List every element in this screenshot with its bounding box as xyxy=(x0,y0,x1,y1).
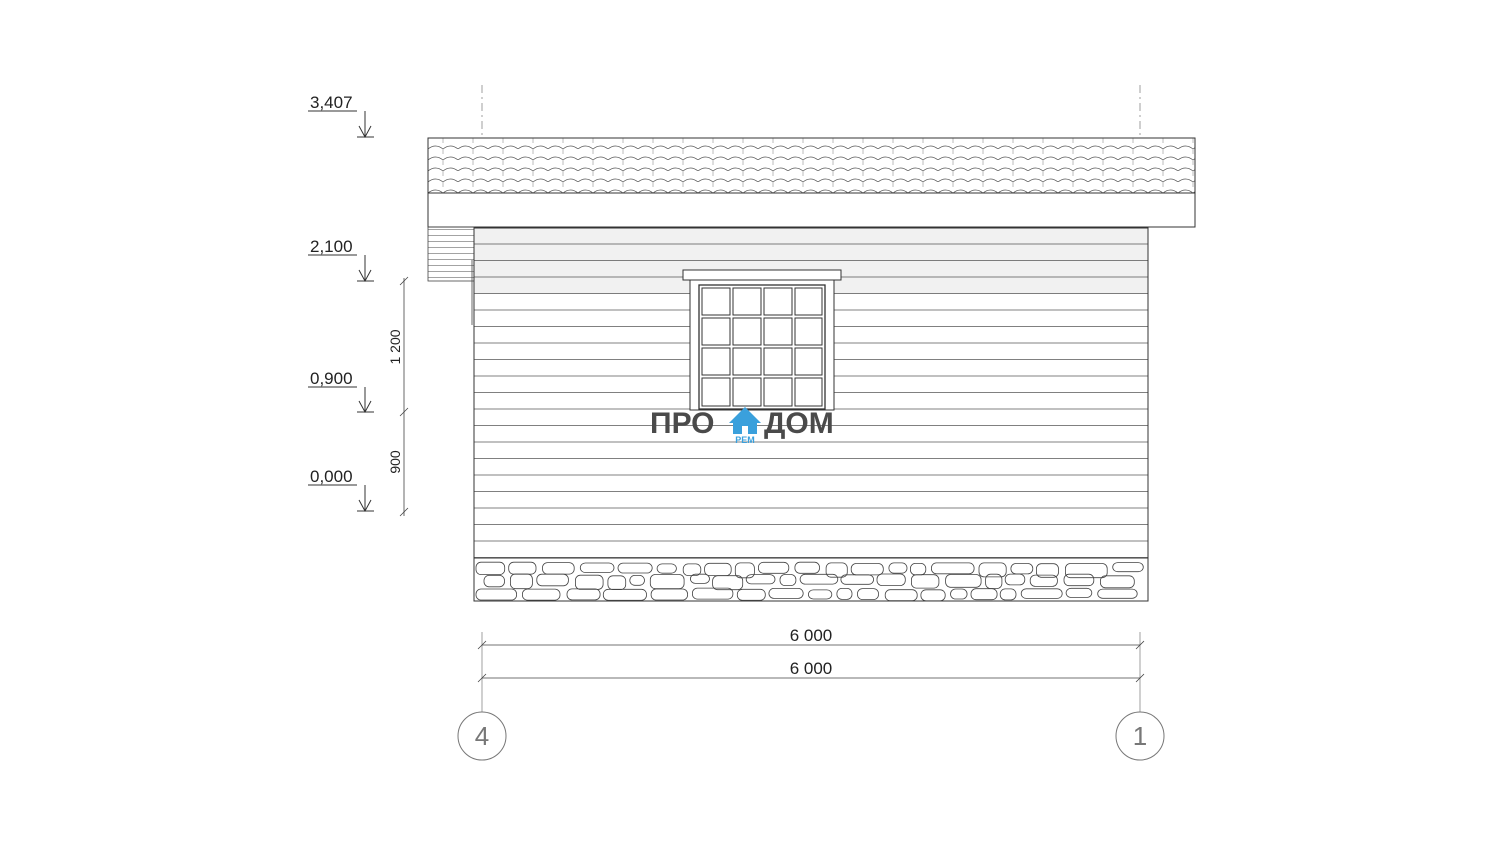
stone xyxy=(736,588,766,601)
stone xyxy=(999,588,1017,601)
stone xyxy=(978,562,1007,578)
stone xyxy=(690,573,710,584)
watermark-logo: ПРО РЕМ ДОМ xyxy=(650,407,834,445)
stone xyxy=(884,589,918,602)
stone xyxy=(825,562,848,578)
stone xyxy=(1063,573,1095,587)
stone xyxy=(876,573,906,586)
stone xyxy=(768,588,804,599)
stone xyxy=(483,575,505,588)
stone xyxy=(945,574,982,588)
vertical-dimension-chain: 1 200 900 xyxy=(387,276,409,517)
stone xyxy=(656,563,677,574)
stone xyxy=(745,574,776,585)
stone xyxy=(857,588,879,600)
stone xyxy=(1020,588,1063,599)
stone xyxy=(950,588,968,600)
stone xyxy=(970,588,998,601)
stone xyxy=(1065,587,1093,598)
stone xyxy=(522,588,561,601)
stone xyxy=(808,589,833,600)
dimension-label: 6 000 xyxy=(790,626,833,645)
stone xyxy=(1010,563,1034,575)
stone xyxy=(579,562,615,573)
stone xyxy=(911,574,940,589)
logo-text-left: ПРО xyxy=(650,407,715,440)
stone xyxy=(836,588,853,600)
window xyxy=(682,269,842,411)
stone xyxy=(840,574,875,585)
axis-bubble-right: 1 xyxy=(1115,711,1165,761)
dimension-label: 6 000 xyxy=(790,659,833,678)
stone xyxy=(1036,563,1059,578)
level-label: 0,900 xyxy=(310,369,353,388)
level-label: 2,100 xyxy=(310,237,353,256)
level-mark: 2,100 xyxy=(308,237,374,283)
dimension-label: 1 200 xyxy=(387,329,403,364)
dimension-label: 900 xyxy=(387,450,403,474)
stone xyxy=(1065,563,1108,579)
house-icon xyxy=(729,407,761,434)
stone xyxy=(475,588,517,601)
level-mark: 3,407 xyxy=(308,93,374,139)
stone-plinth xyxy=(473,557,1149,602)
stone xyxy=(794,561,820,574)
wall xyxy=(473,227,1149,559)
stone xyxy=(509,573,533,590)
stone xyxy=(779,574,797,587)
level-mark: 0,900 xyxy=(308,369,374,414)
stone xyxy=(536,573,569,587)
stone xyxy=(1004,573,1026,586)
stone xyxy=(985,573,1003,589)
level-label: 0,000 xyxy=(310,467,353,486)
axis-bubble-left: 4 xyxy=(457,711,507,761)
axis-label: 1 xyxy=(1133,721,1147,751)
horizontal-dimension-chain: 6 000 6 000 xyxy=(477,626,1145,683)
window-glazing-bars xyxy=(701,287,823,407)
logo-subtext: РЕМ xyxy=(735,435,755,445)
stone xyxy=(734,562,755,579)
level-marks: 3,407 2,100 0,900 0,000 xyxy=(308,93,374,513)
stone xyxy=(888,562,908,574)
stone xyxy=(799,573,839,585)
stone xyxy=(566,588,601,601)
stone xyxy=(712,575,744,591)
stone xyxy=(629,575,645,586)
axis-label: 4 xyxy=(475,721,489,751)
stone xyxy=(1112,562,1144,573)
roof xyxy=(427,137,1196,228)
stone xyxy=(575,574,604,590)
stone xyxy=(617,562,653,574)
stone xyxy=(1097,588,1138,599)
side-annex xyxy=(427,226,475,325)
level-label: 3,407 xyxy=(310,93,353,112)
stone xyxy=(692,587,734,600)
stone xyxy=(475,561,506,576)
stone xyxy=(758,561,790,574)
stone xyxy=(931,562,975,575)
stone xyxy=(602,588,647,601)
logo-text-right: ДОМ xyxy=(764,407,834,440)
stone xyxy=(1100,575,1135,589)
level-mark: 0,000 xyxy=(308,467,374,513)
stone xyxy=(650,588,688,601)
stone xyxy=(920,589,946,602)
stone xyxy=(1029,574,1058,587)
